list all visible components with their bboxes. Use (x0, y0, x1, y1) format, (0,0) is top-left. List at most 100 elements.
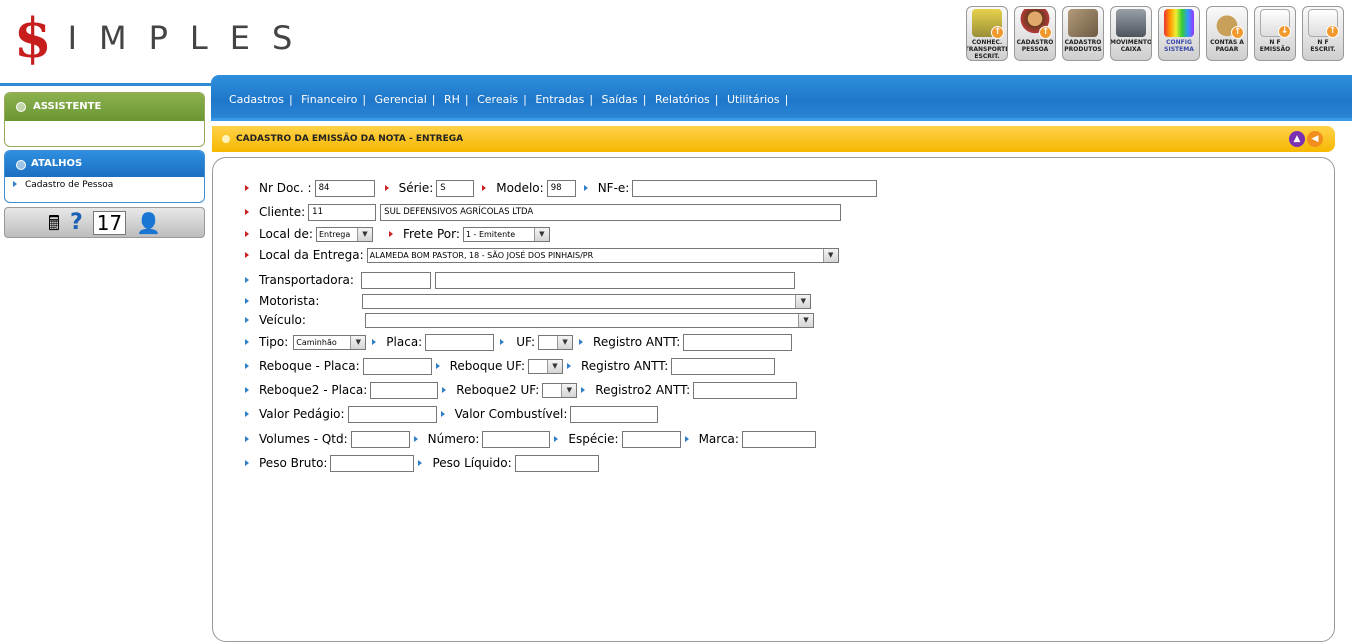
reboque2-antt-field[interactable] (693, 381, 798, 399)
transportadora-nome-field[interactable] (434, 271, 795, 289)
assistente-header[interactable]: ASSISTENTE (5, 93, 204, 121)
assistente-title: ASSISTENTE (33, 101, 102, 112)
local-entrega-value: ALAMEDA BOM PASTOR, 18 - SÃO JOSÉ DOS PI… (369, 250, 594, 260)
frete-select[interactable]: 1 - Emitente ▼ (462, 226, 550, 242)
logo-dollar: $ (14, 6, 52, 70)
entrega-form: Nr Doc. : 84 Série: S Modelo: 98 NF-e: C… (212, 157, 1335, 642)
bullet-icon (16, 160, 26, 170)
transportadora-codigo-field[interactable] (360, 271, 431, 289)
placa-label: Placa: (386, 335, 423, 349)
toolbar-button-cadastro-pessoa[interactable]: ↑ CADASTRO PESSOA (1014, 6, 1056, 61)
antt-label: Registro ANTT: (593, 335, 681, 349)
row-transportadora: Transportadora: (241, 271, 795, 289)
reboque2-uf-select[interactable]: ▼ (542, 382, 578, 398)
cliente-nome-field[interactable]: SUL DEFENSIVOS AGRÍCOLAS LTDA (380, 203, 842, 221)
back-arrow-icon[interactable]: ◀ (1307, 131, 1323, 147)
top-toolbar: ↑ CONHEC. TRANSPORTE ESCRIT. ↑ CADASTRO … (966, 6, 1344, 61)
veiculo-select[interactable]: ▼ (364, 312, 814, 328)
volumes-qtd-field[interactable] (350, 430, 410, 448)
motorista-select[interactable]: ▼ (362, 293, 812, 309)
calendar-day: 17 (96, 210, 123, 235)
row-pesos: Peso Bruto: Peso Líquido: (241, 454, 599, 472)
truck-icon: ↑ (972, 9, 1004, 39)
bullet-icon (16, 102, 26, 112)
menu-item-rh[interactable]: RH (443, 93, 460, 106)
calendar-icon[interactable]: 17 (92, 210, 127, 235)
pedagio-label: Valor Pedágio: (259, 407, 345, 421)
chevron-down-icon: ▼ (350, 335, 366, 349)
reboque-antt-field[interactable] (671, 357, 776, 375)
reboque2-placa-field[interactable] (370, 381, 439, 399)
transportadora-label: Transportadora: (259, 273, 354, 287)
reboque-placa-field[interactable] (362, 357, 432, 375)
chevron-down-icon: ▼ (533, 227, 549, 241)
atalhos-header[interactable]: ATALHOS (5, 151, 204, 177)
nfe-field[interactable] (632, 179, 878, 197)
chevron-down-icon: ▼ (557, 335, 573, 349)
up-arrow-icon[interactable]: ▲ (1289, 131, 1305, 147)
uf-label: UF: (516, 335, 536, 349)
menu-item-saidas[interactable]: Saídas (601, 93, 638, 106)
marca-field[interactable] (741, 430, 816, 448)
numero-field[interactable] (482, 430, 551, 448)
nr-doc-field[interactable]: 84 (314, 179, 375, 197)
menu-item-relatorios[interactable]: Relatórios (654, 93, 710, 106)
placa-field[interactable] (425, 333, 495, 351)
antt-field[interactable] (683, 333, 793, 351)
toolbar-label: CONHEC. TRANSPORTE ESCRIT. (966, 39, 1008, 60)
toolbar-label: CONTAS A PAGAR (1210, 39, 1244, 53)
peso-liquido-field[interactable] (514, 454, 599, 472)
menu-item-utilitarios[interactable]: Utilitários (727, 93, 780, 106)
modelo-field[interactable]: 98 (546, 179, 576, 197)
app-logo: $ IMPLES (14, 8, 314, 68)
combustivel-label: Valor Combustível: (454, 407, 568, 421)
menu-item-cereais[interactable]: Cereais (477, 93, 519, 106)
row-valores: Valor Pedágio: Valor Combustível: (241, 405, 659, 423)
toolbar-button-nf-escrit[interactable]: ↑ N F ESCRIT. (1302, 6, 1344, 61)
nfe-label: NF-e: (597, 181, 630, 195)
row-documento: Nr Doc. : 84 Série: S Modelo: 98 NF-e: (241, 179, 878, 197)
tipo-value: Caminhão (296, 337, 337, 347)
local-select[interactable]: Entrega▼ (315, 226, 373, 242)
serie-field[interactable]: S (436, 179, 475, 197)
tipo-label: Tipo: (259, 335, 289, 349)
menu-item-financeiro[interactable]: Financeiro (301, 93, 358, 106)
row-tipo: Tipo: Caminhão ▼ Placa: UF: ▼ Registro AN… (241, 333, 793, 351)
logo-text: IMPLES (67, 19, 315, 57)
help-icon[interactable]: ? (69, 209, 83, 235)
peso-bruto-field[interactable] (330, 454, 415, 472)
user-icon[interactable]: 👤 (136, 210, 162, 235)
menu-item-gerencial[interactable]: Gerencial (374, 93, 427, 106)
local-entrega-label: Local da Entrega: (259, 248, 364, 262)
pedagio-field[interactable] (347, 405, 437, 423)
uf-select[interactable]: ▼ (538, 334, 574, 350)
toolbar-button-conhec-transporte[interactable]: ↑ CONHEC. TRANSPORTE ESCRIT. (966, 6, 1008, 61)
reboque2-antt-label: Registro2 ANTT: (595, 383, 691, 397)
toolbar-label: MOVIMENTO CAIXA (1110, 39, 1152, 53)
toolbar-button-cadastro-produtos[interactable]: CADASTRO PRODUTOS (1062, 6, 1104, 61)
menu-item-cadastros[interactable]: Cadastros (229, 93, 284, 106)
reboque-uf-select[interactable]: ▼ (527, 358, 563, 374)
chevron-down-icon: ▼ (561, 383, 577, 397)
calculator-icon[interactable]: 🖩 (47, 210, 60, 235)
toolbar-label: N F ESCRIT. (1310, 39, 1336, 53)
peso-bruto-label: Peso Bruto: (259, 456, 328, 470)
toolbar-button-movimento-caixa[interactable]: MOVIMENTO CAIXA (1110, 6, 1152, 61)
cliente-codigo-field[interactable]: 11 (308, 203, 377, 221)
tipo-select[interactable]: Caminhão ▼ (293, 334, 367, 350)
atalho-cadastro-pessoa-link[interactable]: Cadastro de Pessoa (5, 177, 204, 190)
especie-field[interactable] (621, 430, 681, 448)
money-bag-icon: ↑ (1212, 9, 1244, 39)
frete-value: 1 - Emitente (465, 229, 516, 239)
page-title-bar: CADASTRO DA EMISSÃO DA NOTA - ENTREGA ▲ … (212, 126, 1335, 152)
menu-item-entradas[interactable]: Entradas (535, 93, 585, 106)
toolbar-button-config-sistema[interactable]: CONFIG SISTEMA (1158, 6, 1200, 61)
toolbar-label: N F EMISSÃO (1259, 39, 1291, 53)
local-entrega-select[interactable]: ALAMEDA BOM PASTOR, 18 - SÃO JOSÉ DOS PI… (366, 247, 839, 263)
toolbar-button-nf-emissao[interactable]: ↓ N F EMISSÃO (1254, 6, 1296, 61)
combustivel-field[interactable] (570, 405, 659, 423)
main-menu-items: Cadastros| Financeiro| Gerencial| RH| Ce… (229, 93, 789, 106)
toolbar-button-contas-pagar[interactable]: ↑ CONTAS A PAGAR (1206, 6, 1248, 61)
chevron-down-icon: ▼ (356, 227, 372, 241)
reboque2-uf-label: Reboque2 UF: (456, 383, 540, 397)
